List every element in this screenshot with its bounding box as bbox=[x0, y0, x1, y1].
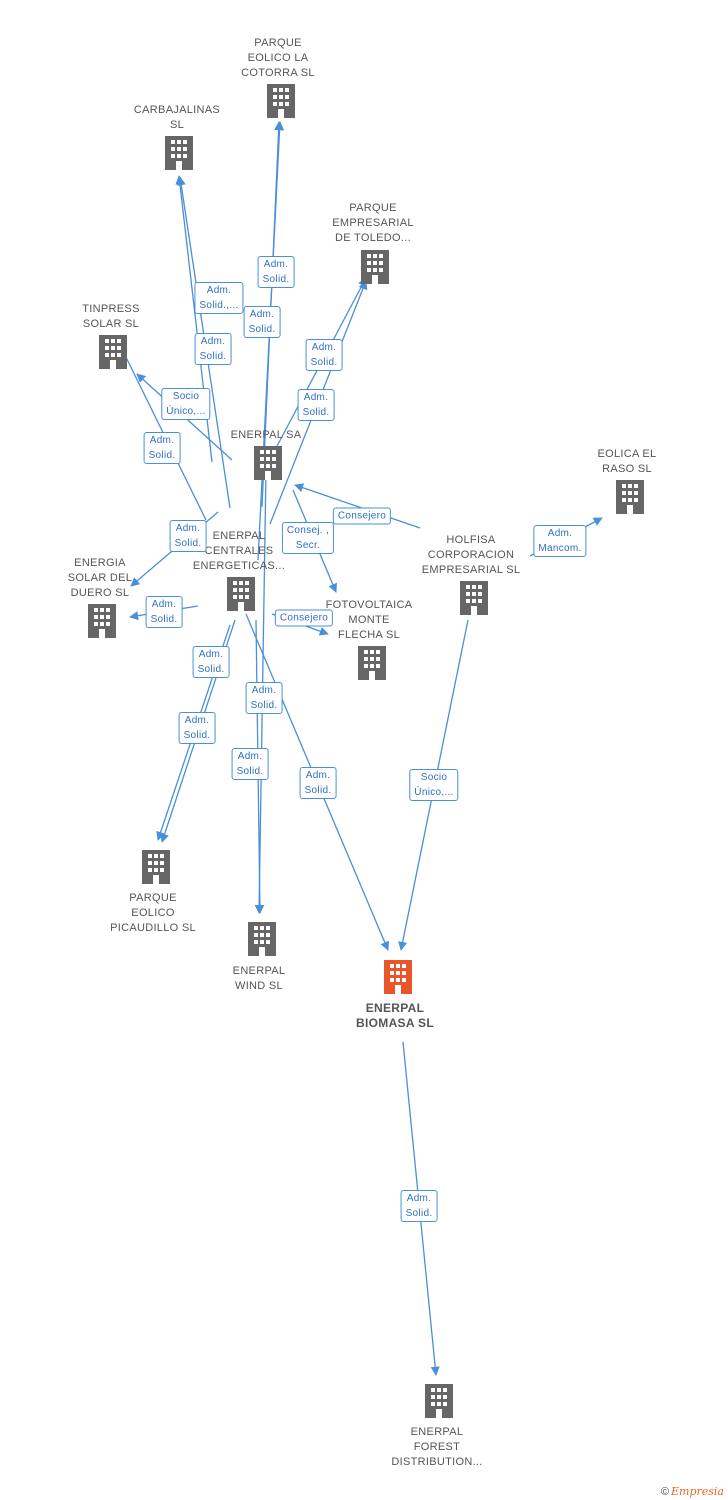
building-icon[interactable] bbox=[248, 922, 276, 956]
edge-label[interactable]: Adm. Solid. bbox=[169, 520, 207, 552]
edge-label[interactable]: Consej. , Secr. bbox=[281, 522, 335, 554]
company-label-cotorra[interactable]: PARQUE EOLICO LA COTORRA SL bbox=[241, 37, 315, 79]
building-icon[interactable] bbox=[358, 646, 386, 680]
building-icon[interactable] bbox=[88, 604, 116, 638]
edge-line bbox=[257, 121, 285, 561]
building-icon[interactable] bbox=[227, 577, 255, 611]
nodes-layer bbox=[88, 84, 644, 1418]
edge-label[interactable]: Adm. Solid. bbox=[145, 596, 183, 628]
footer-brand[interactable]: ©Empresia bbox=[661, 1485, 724, 1498]
edge-label[interactable]: Socio Único,... bbox=[161, 388, 211, 420]
edge-label[interactable]: Adm. Solid. bbox=[297, 389, 335, 421]
building-icon[interactable] bbox=[460, 581, 488, 615]
company-label-duero[interactable]: ENERGIA SOLAR DEL DUERO SL bbox=[67, 557, 133, 599]
edge-line bbox=[294, 483, 421, 529]
edge-label[interactable]: Adm. Solid. bbox=[305, 339, 343, 371]
edge-label[interactable]: Adm. Solid. bbox=[299, 767, 337, 799]
edge-label[interactable]: Adm. Solid. bbox=[143, 432, 181, 464]
company-label-wind[interactable]: ENERPAL WIND SL bbox=[232, 965, 286, 992]
edge-label[interactable]: Consejero bbox=[332, 507, 392, 525]
edge-label[interactable]: Adm. Solid. bbox=[400, 1190, 438, 1222]
edge-label[interactable]: Adm. Solid. bbox=[231, 748, 269, 780]
edge-label[interactable]: Adm. Solid. bbox=[192, 646, 230, 678]
edge-label[interactable]: Adm. Solid. bbox=[194, 333, 232, 365]
building-icon[interactable] bbox=[254, 446, 282, 480]
building-icon[interactable] bbox=[142, 850, 170, 884]
company-label-monte[interactable]: FOTOVOLTAICA MONTE FLECHA SL bbox=[325, 599, 413, 641]
company-label-forest[interactable]: ENERPAL FOREST DISTRIBUTION... bbox=[391, 1426, 483, 1468]
company-label-tinpress[interactable]: TINPRESS SOLAR SL bbox=[82, 303, 140, 330]
edge-label[interactable]: Consejero bbox=[274, 609, 334, 627]
building-icon[interactable] bbox=[99, 335, 127, 369]
building-icon[interactable] bbox=[361, 250, 389, 284]
edge-label[interactable]: Adm. Solid. bbox=[178, 712, 216, 744]
edge-label[interactable]: Socio Único,... bbox=[409, 769, 459, 801]
building-icon[interactable] bbox=[616, 480, 644, 514]
edge-label[interactable]: Adm. Solid. bbox=[257, 256, 295, 288]
edge-label[interactable]: Adm. Solid. bbox=[243, 306, 281, 338]
company-label-holfisa[interactable]: HOLFISA CORPORACION EMPRESARIAL SL bbox=[421, 534, 521, 576]
empresia-logo: Empresia bbox=[671, 1485, 724, 1498]
company-label-picaudillo[interactable]: PARQUE EOLICO PICAUDILLO SL bbox=[110, 892, 196, 934]
edges-layer bbox=[119, 121, 603, 1376]
company-label-carbajalinas[interactable]: CARBAJALINAS SL bbox=[133, 104, 221, 131]
building-icon[interactable] bbox=[267, 84, 295, 118]
building-icon[interactable] bbox=[384, 960, 412, 994]
company-label-toledo[interactable]: PARQUE EMPRESARIAL DE TOLEDO... bbox=[332, 202, 414, 244]
company-label-centrales[interactable]: ENERPAL CENTRALES ENERGETICAS... bbox=[192, 530, 286, 572]
company-label-raso[interactable]: EOLICA EL RASO SL bbox=[597, 448, 657, 475]
copyright-symbol: © bbox=[660, 1486, 669, 1498]
building-icon[interactable] bbox=[165, 136, 193, 170]
company-label-enerpalsa[interactable]: ENERPAL SA bbox=[230, 429, 302, 441]
edge-label[interactable]: Adm. Solid. bbox=[245, 682, 283, 714]
edge-label[interactable]: Adm. Mancom. bbox=[533, 525, 587, 557]
edge-label[interactable]: Adm. Solid.,... bbox=[194, 282, 244, 314]
company-label-biomasa[interactable]: ENERPAL BIOMASA SL bbox=[356, 1001, 434, 1030]
building-icon[interactable] bbox=[425, 1384, 453, 1418]
